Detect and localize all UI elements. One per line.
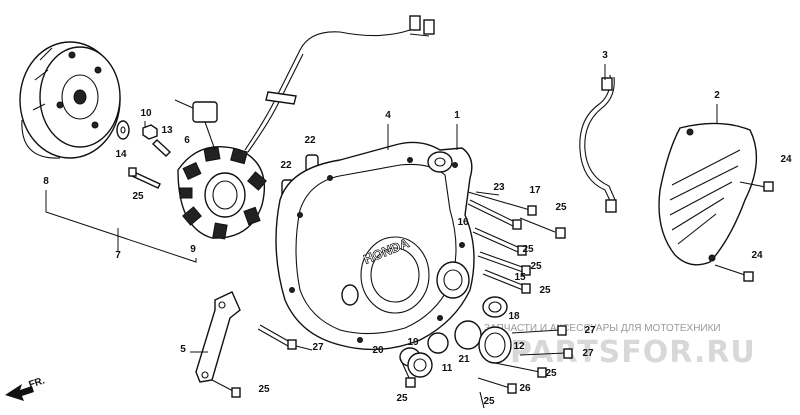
callout-c19: 19 (407, 337, 419, 348)
stator (174, 15, 435, 240)
sprocket-cover (658, 122, 758, 266)
callout-c24b: 24 (751, 250, 763, 261)
callout-c18: 18 (508, 311, 520, 322)
callout-c25f: 25 (258, 384, 270, 395)
callout-c25h: 25 (483, 396, 495, 407)
front-arrow-label: FR. (28, 375, 47, 391)
callout-c25g: 25 (396, 393, 408, 404)
callout-c25i: 25 (545, 368, 557, 379)
callout-c10: 10 (140, 108, 152, 119)
callout-c16: 16 (457, 217, 469, 228)
callout-c25d: 25 (530, 261, 542, 272)
callout-c3: 3 (602, 50, 608, 61)
callout-c12: 12 (513, 341, 525, 352)
callout-c7: 7 (115, 250, 121, 261)
callout-c9: 9 (190, 244, 196, 255)
flywheel (19, 41, 121, 159)
callout-c2: 2 (714, 90, 720, 101)
callout-c14: 14 (115, 149, 127, 160)
callout-c15: 15 (514, 272, 526, 283)
callout-c8: 8 (43, 176, 49, 187)
callout-c22b: 22 (280, 160, 292, 171)
callout-c25e: 25 (539, 285, 551, 296)
flywheel-fasteners (116, 120, 172, 189)
callout-c25b: 25 (555, 202, 567, 213)
bolts (211, 181, 774, 409)
callout-c27c: 27 (582, 348, 594, 359)
callout-c1: 1 (454, 110, 460, 121)
leader-lines (45, 64, 718, 353)
callout-c13: 13 (161, 125, 173, 136)
wire-clamp (579, 74, 617, 213)
callout-labels: 1234567891011121314151617181920212222232… (43, 50, 792, 407)
callout-c4: 4 (385, 110, 391, 121)
callout-c6: 6 (184, 135, 190, 146)
callout-c23: 23 (493, 182, 505, 193)
callout-c17: 17 (529, 185, 541, 196)
callout-c21: 21 (458, 354, 470, 365)
callout-c25a: 25 (132, 191, 144, 202)
watermark-caption: ЗАПЧАСТИ И АКСЕССУАРЫ ДЛЯ МОТОТЕХНИКИ (484, 323, 721, 334)
front-direction-arrow: FR. (5, 375, 46, 401)
callout-c27b: 27 (584, 325, 596, 336)
callout-c22a: 22 (304, 135, 316, 146)
callout-c26: 26 (519, 383, 531, 394)
callout-c25c: 25 (522, 244, 534, 255)
crankcase-cover: HONDA (275, 141, 475, 351)
callout-c24a: 24 (780, 154, 792, 165)
seals-and-caps (399, 296, 512, 378)
watermark: PARTSFOR.RU ЗАПЧАСТИ И АКСЕССУАРЫ ДЛЯ МО… (484, 323, 756, 370)
callout-c5: 5 (180, 344, 186, 355)
callout-c27a: 27 (312, 342, 324, 353)
callout-c20: 20 (372, 345, 384, 356)
watermark-logo: PARTSFOR.RU (510, 335, 756, 370)
callout-c11: 11 (442, 363, 453, 374)
side-bracket (195, 291, 241, 383)
